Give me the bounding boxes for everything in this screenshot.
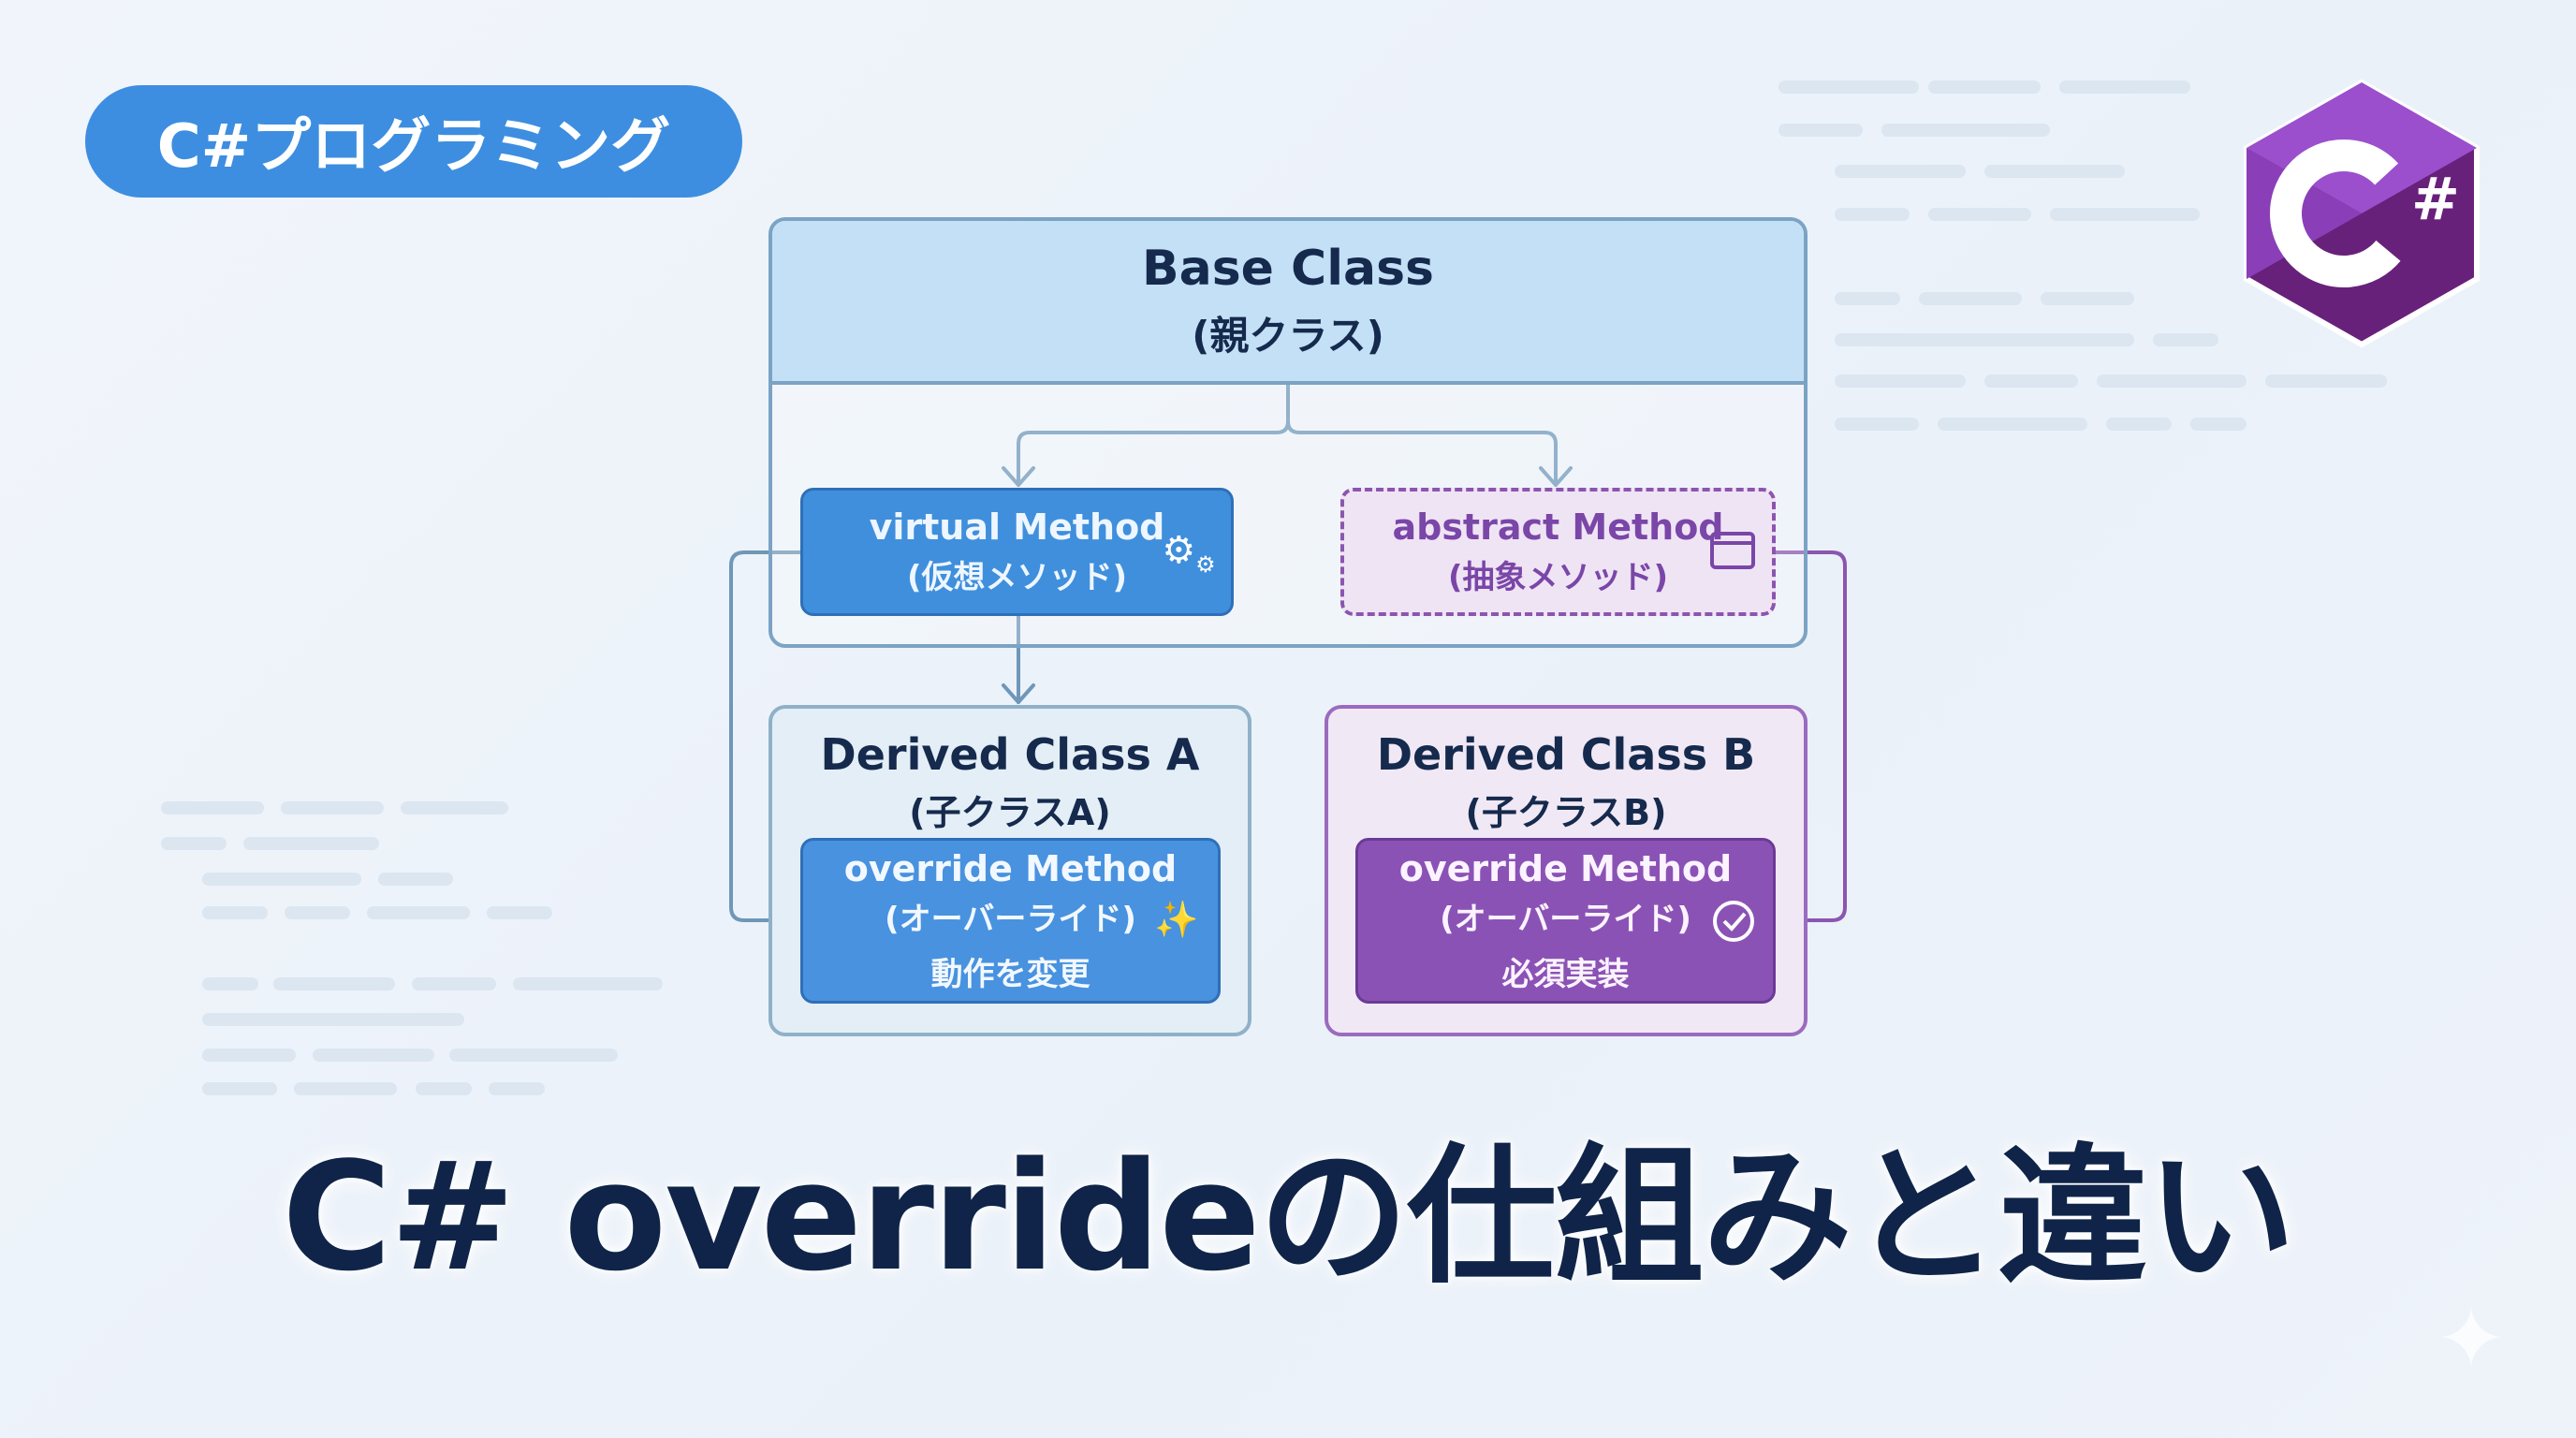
abstract-method-subtitle: (抽象メソッド) bbox=[1447, 559, 1669, 596]
override-a-subtitle: (オーバーライド) bbox=[885, 900, 1136, 938]
gears-icon: ⚙⚙ bbox=[1162, 529, 1216, 578]
derived-class-b-subtitle: (子クラスB) bbox=[1465, 792, 1667, 833]
override-b-note: 必須実装 bbox=[1501, 955, 1630, 993]
override-method-b-box: override Method (オーバーライド) 必須実装 bbox=[1355, 838, 1776, 1004]
derived-class-a-subtitle: (子クラスA) bbox=[909, 792, 1111, 833]
abstract-method-box: abstract Method (抽象メソッド) bbox=[1340, 488, 1776, 616]
override-b-subtitle: (オーバーライド) bbox=[1440, 900, 1691, 938]
sparkle-icon: ✦ bbox=[2436, 1289, 2507, 1388]
check-circle-icon bbox=[1711, 899, 1756, 944]
base-class-title: Base Class bbox=[1141, 241, 1435, 297]
override-a-title: override Method bbox=[843, 847, 1178, 889]
virtual-method-subtitle: (仮想メソッド) bbox=[906, 559, 1128, 596]
derived-class-b-title: Derived Class B bbox=[1376, 729, 1756, 780]
svg-text:#: # bbox=[2411, 165, 2460, 233]
virtual-method-box: virtual Method (仮想メソッド) bbox=[800, 488, 1234, 616]
override-method-a-box: override Method (オーバーライド) 動作を変更 bbox=[800, 838, 1221, 1004]
magic-wand-icon: ✨ bbox=[1154, 898, 1199, 940]
virtual-method-title: virtual Method bbox=[869, 506, 1165, 548]
category-badge: C#プログラミング bbox=[85, 85, 742, 198]
csharp-logo: # bbox=[2243, 79, 2481, 348]
headline: C# overrideの仕組みと違い bbox=[282, 1129, 2296, 1304]
abstract-method-title: abstract Method bbox=[1392, 506, 1724, 548]
base-class-subtitle: (親クラス) bbox=[1192, 313, 1384, 359]
override-b-title: override Method bbox=[1398, 847, 1733, 889]
category-badge-label: C#プログラミング bbox=[156, 112, 671, 182]
window-icon bbox=[1710, 532, 1755, 569]
derived-class-a-title: Derived Class A bbox=[820, 729, 1200, 780]
base-class-header: Base Class (親クラス) bbox=[772, 221, 1804, 385]
override-a-note: 動作を変更 bbox=[930, 955, 1090, 993]
